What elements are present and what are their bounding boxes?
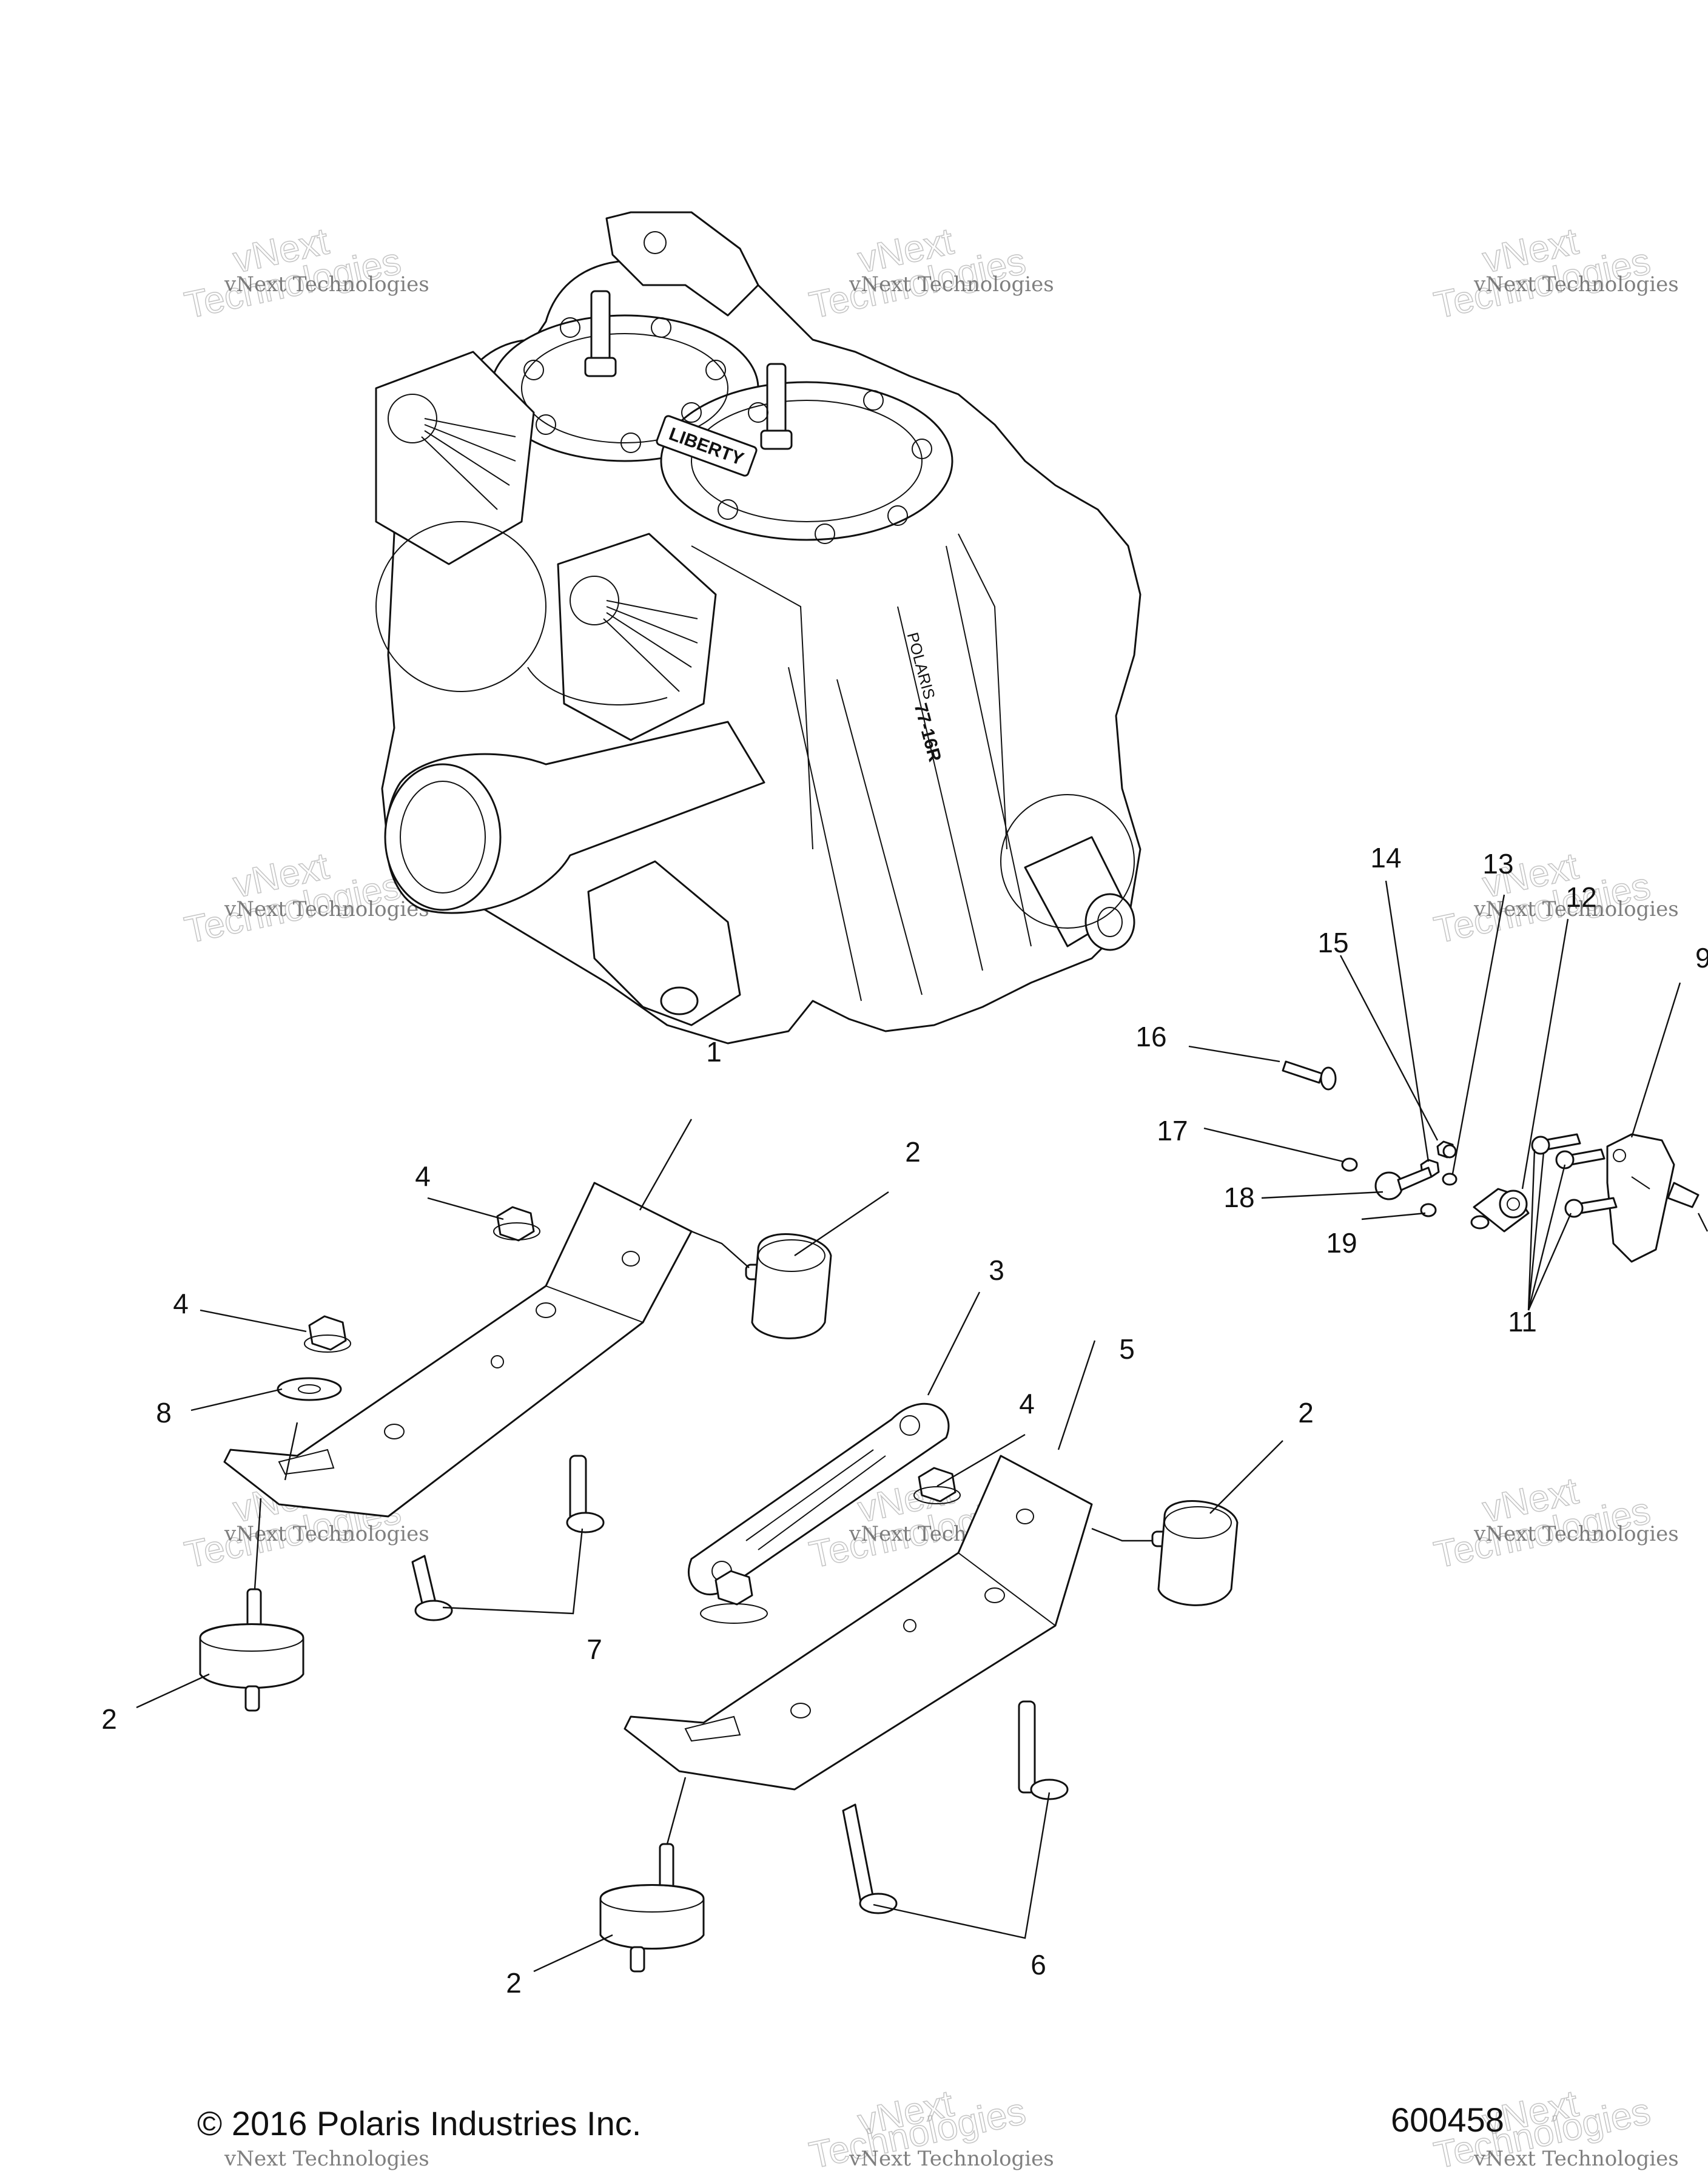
watermark: Technologies vNext vNext Technologies bbox=[805, 220, 1054, 327]
reed-valve-cover bbox=[557, 533, 717, 741]
mount-bracket-right bbox=[624, 1455, 1093, 1791]
callout-4: 4 bbox=[1019, 1388, 1035, 1419]
bolt bbox=[842, 1803, 898, 1914]
callout-19: 19 bbox=[1326, 1227, 1357, 1259]
mount-bracket-side bbox=[1606, 1133, 1700, 1263]
spark-plug bbox=[760, 363, 793, 450]
svg-text:vNext Technologies: vNext Technologies bbox=[224, 1522, 429, 1546]
leader-lines bbox=[136, 880, 1708, 1973]
washer bbox=[1341, 1157, 1358, 1172]
svg-text:vNext Technologies: vNext Technologies bbox=[1473, 1522, 1679, 1546]
flange-nut bbox=[493, 1206, 540, 1242]
callout-3: 3 bbox=[989, 1254, 1004, 1286]
callout-9: 9 bbox=[1695, 942, 1708, 974]
flange-nut bbox=[700, 1570, 768, 1624]
callout-7: 7 bbox=[587, 1634, 602, 1665]
callout-2: 2 bbox=[506, 1967, 522, 1999]
water-pump-housing bbox=[587, 860, 741, 1026]
bolt bbox=[1018, 1700, 1069, 1800]
mount-plate bbox=[687, 1402, 950, 1595]
svg-text:vNext Technologies: vNext Technologies bbox=[224, 272, 429, 297]
callout-11: 11 bbox=[1508, 1306, 1537, 1338]
washer bbox=[277, 1377, 342, 1401]
rubber-mount bbox=[199, 1588, 304, 1712]
flange-nut bbox=[304, 1315, 351, 1353]
rubber-mount bbox=[599, 1843, 705, 1973]
flange-nut bbox=[913, 1467, 961, 1504]
callout-8: 8 bbox=[156, 1397, 172, 1429]
washer bbox=[1442, 1173, 1458, 1186]
ball-joint bbox=[1374, 1166, 1433, 1200]
diagram-number: 600458 bbox=[1391, 2101, 1504, 2139]
callout-2: 2 bbox=[1298, 1397, 1314, 1429]
bolt bbox=[1282, 1060, 1337, 1091]
crankshaft-output bbox=[1000, 794, 1135, 951]
callout-16: 16 bbox=[1135, 1021, 1166, 1052]
callout-2: 2 bbox=[905, 1136, 921, 1168]
bolt bbox=[566, 1455, 605, 1533]
washer bbox=[1420, 1203, 1437, 1217]
rubber-mount bbox=[745, 1233, 832, 1339]
callout-13: 13 bbox=[1482, 848, 1513, 880]
small-nut bbox=[1442, 1144, 1457, 1159]
callout-18: 18 bbox=[1223, 1182, 1254, 1213]
callout-4: 4 bbox=[415, 1160, 431, 1192]
svg-text:vNext Technologies: vNext Technologies bbox=[1473, 2147, 1679, 2171]
svg-text:vNext Technologies: vNext Technologies bbox=[1473, 272, 1679, 297]
watermark: Technologies vNext vNext Technologies bbox=[1430, 220, 1679, 327]
bolt bbox=[1531, 1133, 1581, 1155]
svg-text:vNext Technologies: vNext Technologies bbox=[1473, 897, 1679, 921]
watermark: Technologies vNext vNext Technologies bbox=[1430, 1469, 1679, 1577]
rubber-mount bbox=[1151, 1500, 1239, 1606]
engine-assembly: LIBERTY bbox=[375, 211, 1141, 1045]
cylinder-head-right bbox=[660, 381, 953, 541]
mount-bracket-left bbox=[223, 1182, 693, 1518]
reed-valve-cover bbox=[375, 351, 535, 565]
watermark: Technologies vNext vNext Technologies bbox=[805, 2082, 1054, 2174]
bolt bbox=[1555, 1148, 1605, 1169]
spark-plug bbox=[584, 290, 617, 377]
callout-14: 14 bbox=[1370, 842, 1401, 873]
svg-text:vNext Technologies: vNext Technologies bbox=[224, 2147, 429, 2171]
svg-text:vNext Technologies: vNext Technologies bbox=[849, 272, 1054, 297]
flywheel-cover bbox=[375, 521, 546, 692]
callout-15: 15 bbox=[1317, 927, 1348, 958]
callout-1: 1 bbox=[706, 1036, 722, 1068]
callout-numbers: 1 2 2 2 2 3 4 4 4 5 6 7 8 9 11 12 13 14 … bbox=[101, 842, 1708, 1999]
bolt bbox=[1564, 1197, 1618, 1218]
bolt bbox=[411, 1555, 453, 1621]
watermark: Technologies vNext vNext Technologies bbox=[181, 220, 429, 327]
watermark: Technologies vNext vNext Technologies bbox=[1430, 2082, 1679, 2174]
rod-end bbox=[1470, 1188, 1530, 1233]
watermark: vNext Technologies bbox=[224, 2147, 429, 2171]
callout-12: 12 bbox=[1565, 881, 1596, 913]
svg-text:vNext Technologies: vNext Technologies bbox=[224, 897, 429, 921]
copyright-notice: © 2016 Polaris Industries Inc. bbox=[197, 2104, 642, 2142]
callout-6: 6 bbox=[1031, 1949, 1046, 1980]
watermark: Technologies vNext vNext Technologies bbox=[1430, 844, 1679, 952]
svg-text:vNext Technologies: vNext Technologies bbox=[849, 2147, 1054, 2171]
callout-17: 17 bbox=[1157, 1115, 1188, 1146]
exhaust-outlet bbox=[384, 721, 765, 914]
callout-2: 2 bbox=[101, 1703, 117, 1735]
head-bolts bbox=[523, 317, 932, 544]
callout-5: 5 bbox=[1119, 1333, 1135, 1365]
callout-4: 4 bbox=[173, 1288, 189, 1319]
